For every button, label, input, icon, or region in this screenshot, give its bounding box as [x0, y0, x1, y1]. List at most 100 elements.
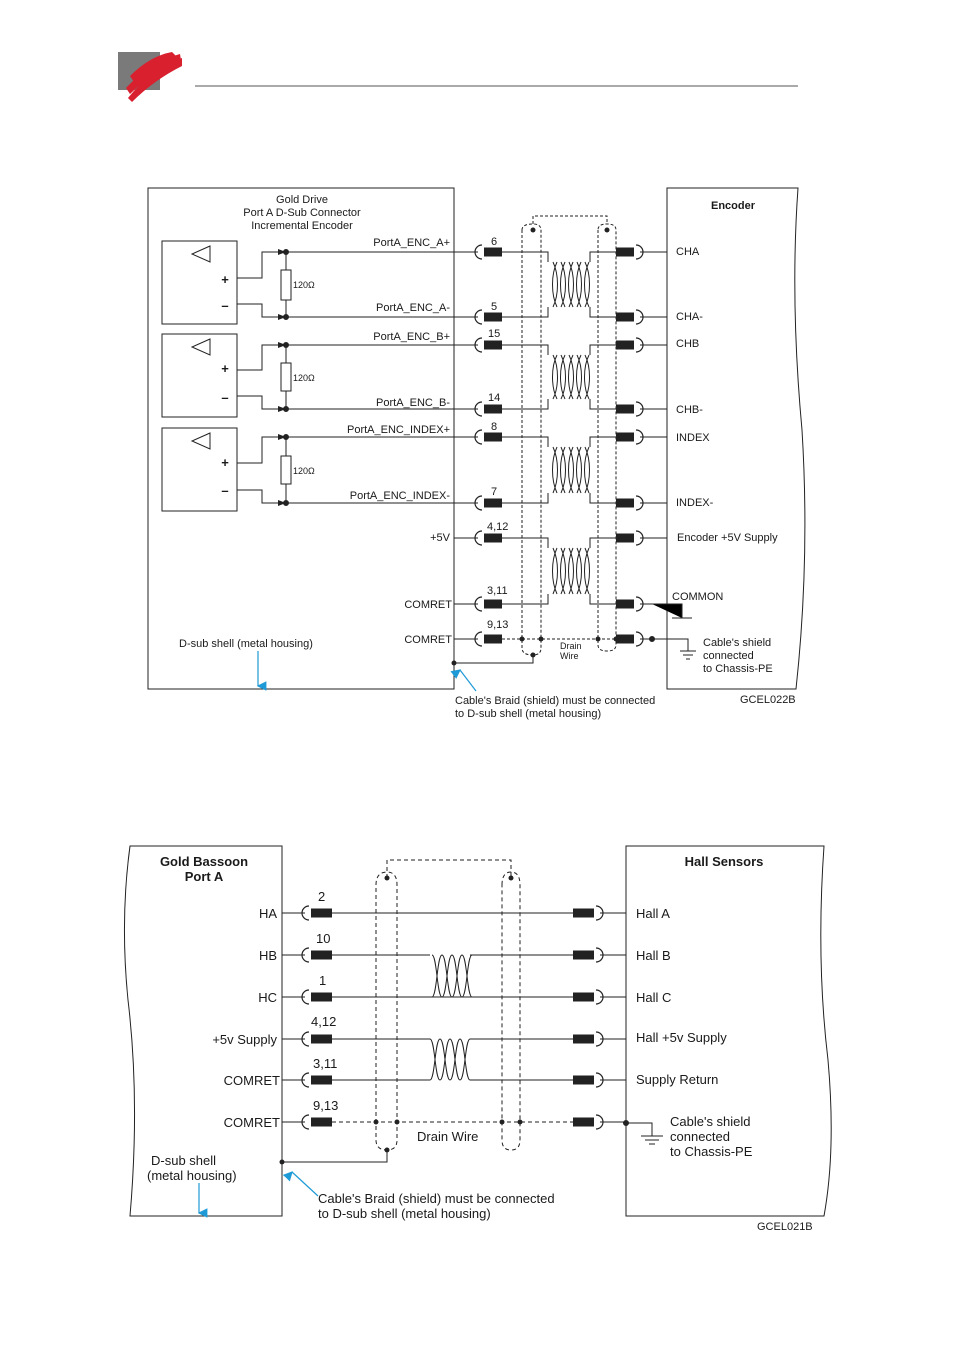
sig-comret-1: COMRET	[404, 599, 452, 611]
d1-pair-3-a-right	[589, 537, 616, 548]
pin2-9-13: 9,13	[313, 1098, 338, 1113]
encoder-cable	[454, 215, 667, 656]
pin2-3-11: 3,11	[313, 1056, 337, 1071]
d1-shield-top-dot-l	[530, 227, 536, 233]
braid-wire	[454, 655, 534, 664]
d1-left-connector-8-block	[484, 634, 502, 644]
d1-shield-top-dot-r	[604, 227, 610, 233]
sig-comret-2: COMRET	[404, 634, 452, 646]
d1-right-connector-4-block	[616, 432, 634, 442]
d1-shield-left	[521, 223, 542, 656]
shield2-note-1: Cable's shield	[670, 1114, 751, 1129]
d2-shield-bridge	[386, 859, 512, 878]
d2-twist-supply	[429, 1038, 471, 1081]
d1-twist-0	[552, 261, 590, 308]
gold-drive-box	[147, 187, 455, 690]
bassoon-title-2: Port A	[185, 869, 224, 884]
d1-pair-0-a-left	[502, 251, 549, 262]
sig-enc-b-minus: PortA_ENC_B-	[376, 397, 450, 409]
d1-drain-dot-1	[538, 636, 544, 642]
d2-twist-hall	[431, 954, 473, 998]
d1-pair-1-b-right	[589, 399, 616, 410]
svg-text:+: +	[221, 455, 229, 470]
pin-7: 7	[491, 486, 497, 498]
sig-enc-a-plus: PortA_ENC_A+	[373, 237, 450, 249]
braid-note-1: Cable's Braid (shield) must be connected	[455, 695, 655, 707]
sig-comret-b: COMRET	[224, 1115, 280, 1130]
sig-5v: +5V	[430, 532, 451, 544]
d1-shield-left-top	[521, 223, 534, 231]
sig-hb: HB	[259, 948, 277, 963]
pin2-2: 2	[318, 889, 325, 904]
d1-left-connector-1-block	[484, 312, 502, 322]
d2-shield-right	[501, 871, 521, 1151]
shield-note-3: to Chassis-PE	[703, 663, 773, 675]
d2-right-connector-0-block	[573, 908, 594, 918]
target-chb: CHB	[676, 338, 699, 350]
d1-left-connector-3-block	[484, 404, 502, 414]
target-common: COMMON	[672, 591, 723, 603]
d1-pair-2-b-right	[589, 493, 616, 504]
target-hall-a: Hall A	[636, 906, 670, 921]
d1-right-connector-2-block	[616, 340, 634, 350]
diagram-code-1: GCEL022B	[740, 694, 796, 706]
sig-5v-supply: +5v Supply	[212, 1032, 277, 1047]
encoder-box	[666, 187, 806, 690]
d1-pair-0-b-right	[589, 307, 616, 318]
braid2-note-2: to D-sub shell (metal housing)	[318, 1206, 491, 1221]
d1-pair-1-a-left	[502, 344, 549, 355]
drain-wire-label: Drain Wire	[417, 1129, 478, 1144]
shield2-note-3: to Chassis-PE	[670, 1144, 753, 1159]
receiver-a: + –	[161, 240, 238, 325]
d1-twist-2	[552, 446, 590, 494]
d2-right-connector-4-block	[573, 1075, 594, 1085]
d1-right-connector-0-block	[616, 247, 634, 257]
d1-twist-1	[552, 354, 590, 400]
dsub2-label-1: D-sub shell	[151, 1153, 216, 1168]
d2-shield-left	[375, 871, 398, 1151]
d1-right-connector-3-block	[616, 404, 634, 414]
d1-pair-0-b-left	[502, 307, 549, 318]
encoder-wiring-diagram: Gold Drive Port A D-Sub Connector Increm…	[147, 187, 806, 720]
braid2-wire	[282, 1150, 388, 1163]
encoder-title: Encoder	[711, 200, 756, 212]
d2-right-connector-1-block	[573, 950, 594, 960]
braid2-arrow	[282, 1171, 319, 1197]
drain-label-2: Wire	[560, 651, 579, 661]
target-cha-minus: CHA-	[676, 311, 703, 323]
braid2-note-1: Cable's Braid (shield) must be connected	[318, 1191, 555, 1206]
d1-shield-bridge	[532, 215, 608, 224]
sig-enc-b-plus: PortA_ENC_B+	[373, 331, 450, 343]
d1-twist-3	[552, 547, 590, 595]
dsub2-label-2: (metal housing)	[147, 1168, 237, 1183]
pin-3-11: 3,11	[487, 585, 508, 597]
d1-left-connector-6-block	[484, 533, 502, 543]
target-hall-b: Hall B	[636, 948, 671, 963]
chassis-ground-2-icon	[623, 1120, 663, 1145]
pin-9-13: 9,13	[487, 619, 508, 631]
hall-title: Hall Sensors	[685, 854, 764, 869]
sig-enc-index-minus: PortA_ENC_INDEX-	[350, 490, 451, 502]
d1-pair-1-a-right	[589, 344, 616, 355]
target-index-minus: INDEX-	[676, 497, 714, 509]
d1-pair-3-b-right	[589, 594, 616, 605]
d1-pair-2-b-left	[502, 493, 549, 504]
sig-enc-a-minus: PortA_ENC_A-	[376, 302, 450, 314]
d1-left-connector-0-block	[484, 247, 502, 257]
pin2-10: 10	[316, 931, 330, 946]
sig-ha: HA	[259, 906, 277, 921]
d1-right-connector-1-block	[616, 312, 634, 322]
pin2-1: 1	[319, 973, 326, 988]
shield2-note-2: connected	[670, 1129, 730, 1144]
svg-text:+: +	[221, 361, 229, 376]
shield-note-2: connected	[703, 650, 754, 662]
svg-text:+: +	[221, 272, 229, 287]
drive-title-2: Port A D-Sub Connector	[243, 207, 361, 219]
d1-left-connector-2-block	[484, 340, 502, 350]
resistor-a-label: 120Ω	[293, 280, 315, 290]
d1-right-connector-5-block	[616, 498, 634, 508]
bassoon-title-1: Gold Bassoon	[160, 854, 248, 869]
d2-shield-top-dot-l	[384, 875, 390, 881]
braid-arrow	[450, 669, 477, 692]
termination-b	[237, 342, 292, 412]
